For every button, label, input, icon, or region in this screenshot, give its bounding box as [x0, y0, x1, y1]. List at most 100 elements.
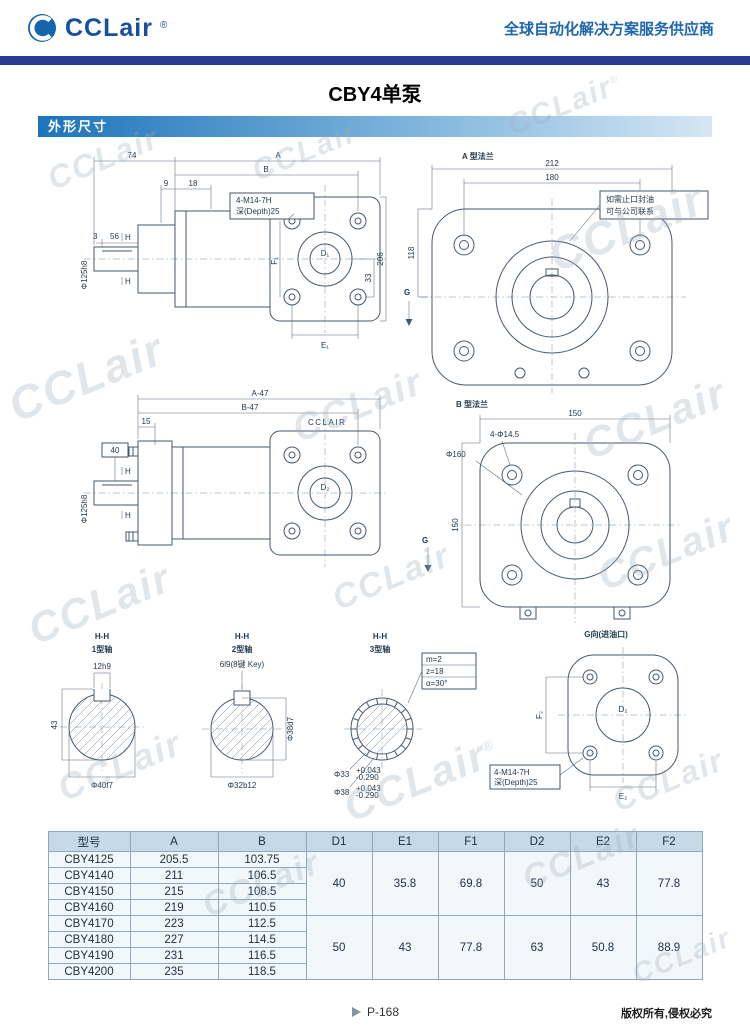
centerlines: [450, 433, 682, 623]
a-cell: 215: [129, 883, 219, 900]
section-header: 外形尺寸: [38, 116, 712, 137]
dimension-lines: [61, 672, 136, 778]
col-header-e2: E2: [569, 831, 637, 852]
dim-box-40: [101, 442, 129, 458]
section-mark-h-bottom: H: [125, 277, 131, 286]
a-cell: 223: [129, 915, 219, 932]
body-brand-text: CCLAIR: [308, 418, 346, 427]
f2-group-cell: 88.9: [635, 915, 703, 980]
a-cell: 211: [129, 867, 219, 884]
callout-box: [489, 764, 561, 790]
table-row: CBY4140 211 106.5: [47, 867, 702, 884]
dim-label-b47: B-47: [242, 403, 259, 412]
a-cell: 235: [129, 963, 219, 980]
model-cell: CBY4200: [47, 963, 131, 980]
callout-thread-spec: 4-M14-7H: [494, 768, 530, 777]
dim-label-33: 33: [364, 273, 373, 282]
flange-outline: [431, 208, 673, 386]
section-label: 外形尺寸: [48, 119, 109, 134]
col-header-a: A: [129, 831, 219, 852]
page-header: CCLair ® 全球自动化解决方案服务供应商: [0, 0, 750, 56]
e2-group-cell: 43: [569, 851, 637, 916]
header-divider-bar: [0, 56, 750, 65]
centerlines: [84, 185, 388, 333]
section-label: H-H: [235, 632, 249, 641]
dim-label-a47: A-47: [252, 389, 269, 398]
dim-label-e2: E₂: [619, 792, 627, 801]
col-header-model: 型号: [47, 831, 131, 852]
col-header-d1: D1: [305, 831, 373, 852]
table-header-row: 型号 A B D1 E1 F1 D2 E2 F2: [47, 831, 703, 852]
d1-group-cell: 50: [305, 915, 373, 980]
dim-label-shaft-dia: Φ125h8: [80, 494, 89, 523]
b-cell: 112.5: [217, 915, 307, 932]
dim-label-a: A: [275, 151, 281, 160]
a-type-flange-drawing: A 型法兰 如需止口封油 可与公司联系 212 180 118 G: [404, 151, 709, 393]
pump-body-outline: [93, 196, 381, 322]
spline-outline: [350, 697, 414, 761]
table-row: CBY4200 235 118.5: [47, 963, 702, 980]
flange-b-title: B 型法兰: [456, 399, 488, 409]
keyway-mask: [94, 689, 110, 701]
page-number-block: P-168: [352, 1005, 399, 1019]
dim-label-dia: Φ40f7: [91, 781, 114, 790]
e1-group-cell: 43: [371, 915, 439, 980]
shaft-type2-section-drawing: H-H 2型轴 6l9(8键 Key) Φ38d7 Φ32b12: [202, 632, 295, 790]
d1-group-cell: 40: [305, 851, 373, 916]
d2-group-cell: 63: [503, 915, 571, 980]
view-label-g: G: [422, 536, 428, 545]
view-label-g: G: [404, 288, 410, 297]
table-row: CBY4170 223 112.5 50 43 77.8 63 50.8 88.…: [47, 915, 703, 980]
b-cell: 108.5: [217, 883, 307, 900]
flange-a-title: A 型法兰: [462, 151, 494, 161]
dim-label-206: 206: [376, 252, 385, 266]
callout-depth-spec: 深(Depth)25: [236, 207, 280, 216]
note-line1: 如需止口封油: [606, 194, 654, 204]
col-header-f1: F1: [437, 831, 505, 852]
pump-body-outline: [93, 430, 381, 556]
shaft-type1-section-drawing: H-H 1型轴 12h9 43 Φ40f7: [50, 632, 144, 790]
callout-depth-spec: 深(Depth)25: [494, 778, 538, 787]
dimension-lines: [114, 395, 381, 519]
table-row: CBY4180 227 114.5: [47, 931, 702, 948]
dimension-lines: [545, 676, 657, 791]
callout-box: [229, 192, 315, 220]
dim-label-9: 9: [164, 179, 169, 188]
e1-group-cell: 35.8: [371, 851, 439, 916]
dim-label-d2: D₂: [321, 483, 330, 492]
dim-label-f2: F₂: [535, 711, 544, 719]
spline-teeth: z=18: [426, 667, 444, 676]
a-cell: 219: [129, 899, 219, 916]
b-cell: 106.5: [217, 867, 307, 884]
a-cell: 205.5: [129, 851, 219, 868]
table-row: CBY4150 215 108.5: [47, 883, 702, 900]
company-tagline: 全球自动化解决方案服务供应商: [503, 20, 714, 38]
e2-group-cell: 50.8: [569, 915, 637, 980]
dim-label-74: 74: [128, 151, 137, 160]
page-marker-icon: [352, 1007, 361, 1017]
shaft2-title: 2型轴: [232, 644, 252, 654]
model-cell: CBY4190: [47, 947, 131, 964]
dim-label-18: 18: [189, 179, 198, 188]
dim-label-118: 118: [407, 246, 416, 259]
col-header-e1: E1: [371, 831, 439, 852]
shaft-type3-section-drawing: H-H 3型轴 m=2 z=18 α=30° Φ33 +0.043 -0.290…: [334, 632, 477, 800]
dimension-lines: [93, 157, 387, 339]
dim-label-56: 56: [110, 232, 119, 241]
col-header-d2: D2: [503, 831, 571, 852]
phi33-lower-tol: -0.290: [356, 773, 379, 782]
keyway-outline: [93, 689, 111, 702]
phi38-upper-tol: +0.043: [356, 784, 381, 793]
d2-group-cell: 50: [503, 851, 571, 916]
b-type-flange-drawing: B 型法兰 4-Φ14.5 Φ160 150 150 G: [422, 399, 682, 623]
dim-label-40: 40: [111, 446, 120, 455]
model-cell: CBY4170: [47, 915, 131, 932]
dim-label-d1: D₁: [321, 249, 330, 258]
b-cell: 114.5: [217, 931, 307, 948]
pump-side-view-b-drawing: A-47 B-47 15 40 H H Φ125h8 CCLAIR D₂: [80, 389, 388, 567]
a-cell: 231: [129, 947, 219, 964]
spline-module: m=2: [426, 655, 442, 664]
dimension-spec-table: 型号 A B D1 E1 F1 D2 E2 F2 CBY4125 205.5 1…: [47, 831, 703, 980]
dim-label-e1: E₁: [321, 341, 329, 350]
dimension-lines: [408, 165, 673, 321]
